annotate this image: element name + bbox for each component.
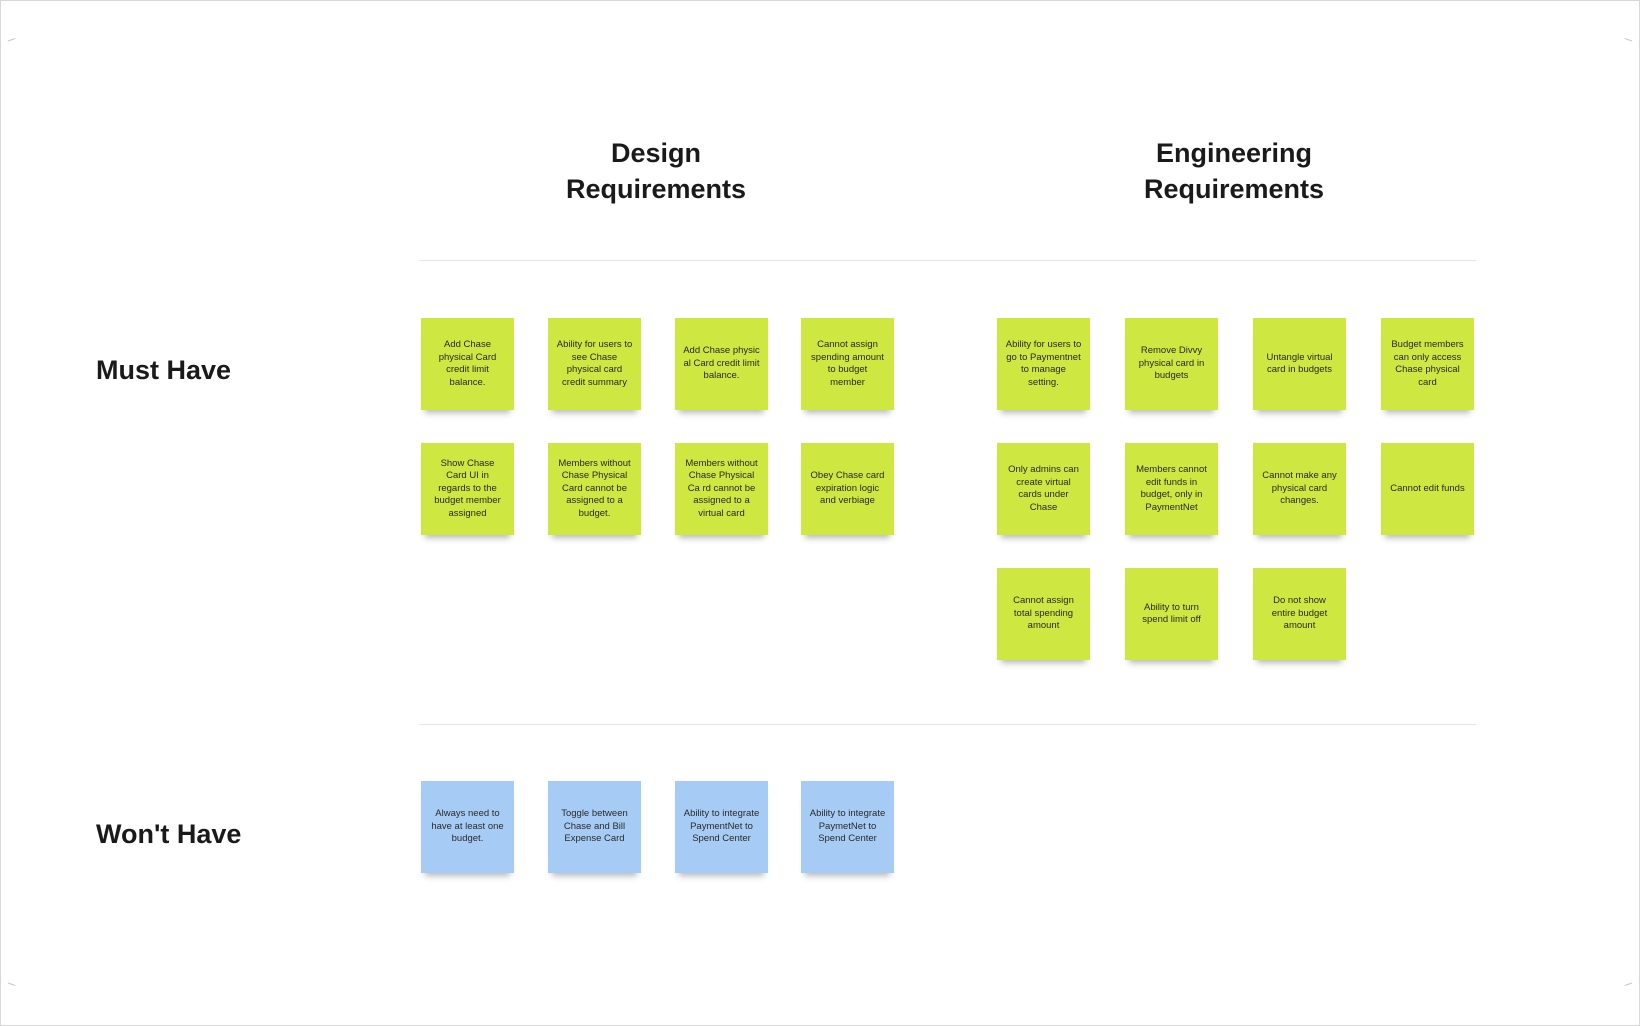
sticky-note[interactable]: Cannot assign spending amount to budget … [801, 318, 894, 410]
frame-corner-mark [7, 974, 19, 987]
sticky-note[interactable]: Add Chase physical Card credit limit bal… [421, 318, 514, 410]
sticky-note[interactable]: Members without Chase Physical Card cann… [548, 443, 641, 535]
row-label-wont-have[interactable]: Won't Have [96, 819, 242, 849]
sticky-note[interactable]: Cannot assign total spending amount [997, 568, 1090, 660]
sticky-note[interactable]: Members cannot edit funds in budget, onl… [1125, 443, 1218, 535]
row-label-must-have[interactable]: Must Have [96, 355, 232, 385]
sticky-note[interactable]: Always need to have at least one budget. [421, 781, 514, 873]
sticky-note[interactable]: Toggle between Chase and Bill Expense Ca… [548, 781, 641, 873]
sticky-note[interactable]: Ability to turn spend limit off [1125, 568, 1218, 660]
sticky-note[interactable]: Members without Chase Physical Ca rd can… [675, 443, 768, 535]
divider-line [419, 260, 1476, 261]
column-header-design[interactable]: Design Requirements [565, 138, 747, 204]
sticky-note[interactable]: Only admins can create virtual cards und… [997, 443, 1090, 535]
column-header-engineering[interactable]: Engineering Requirements [1143, 138, 1325, 204]
sticky-note[interactable]: Do not show entire budget amount [1253, 568, 1346, 660]
frame-corner-mark [7, 37, 19, 50]
sticky-note[interactable]: Ability for users to see Chase physical … [548, 318, 641, 410]
sticky-note[interactable]: Ability for users to go to Paymentnet to… [997, 318, 1090, 410]
divider-line [419, 724, 1476, 725]
sticky-note[interactable]: Cannot edit funds [1381, 443, 1474, 535]
sticky-note[interactable]: Ability to integrate PaymetNet to Spend … [801, 781, 894, 873]
frame-corner-mark [1621, 974, 1633, 987]
sticky-note[interactable]: Budget members can only access Chase phy… [1381, 318, 1474, 410]
sticky-note[interactable]: Cannot make any physical card changes. [1253, 443, 1346, 535]
sticky-note[interactable]: Ability to integrate PaymentNet to Spend… [675, 781, 768, 873]
sticky-note[interactable]: Remove Divvy physical card in budgets [1125, 318, 1218, 410]
sticky-note[interactable]: Obey Chase card expiration logic and ver… [801, 443, 894, 535]
sticky-note[interactable]: Untangle virtual card in budgets [1253, 318, 1346, 410]
sticky-note[interactable]: Show Chase Card UI in regards to the bud… [421, 443, 514, 535]
sticky-note[interactable]: Add Chase physic al Card credit limit ba… [675, 318, 768, 410]
frame-corner-mark [1621, 37, 1633, 50]
